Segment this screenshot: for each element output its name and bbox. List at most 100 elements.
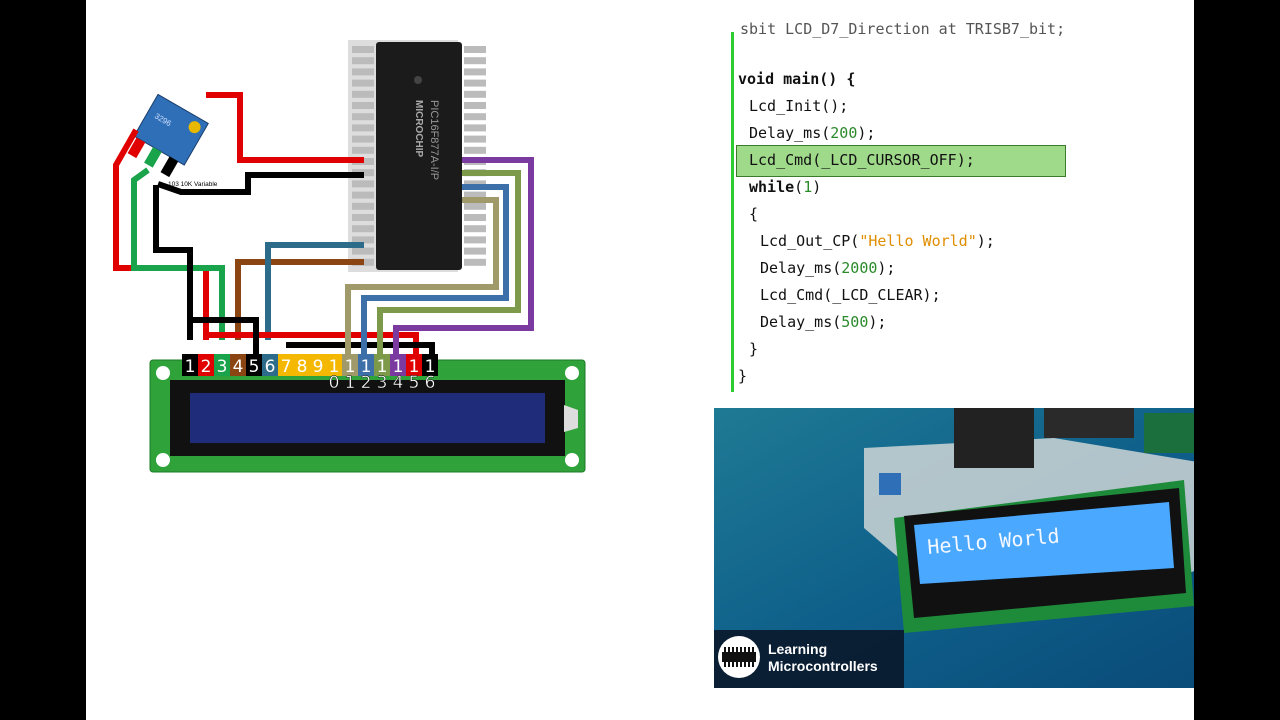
chip-pin bbox=[464, 57, 486, 65]
chip-pin bbox=[352, 202, 374, 210]
chip-pin bbox=[352, 191, 374, 199]
lcd-pin-number-digit: 0 bbox=[329, 373, 340, 393]
lcd-screen bbox=[190, 393, 545, 443]
code-token: { bbox=[749, 205, 759, 223]
lcd-pin bbox=[214, 354, 230, 376]
chip-pin bbox=[464, 225, 486, 233]
code-token: Delay_ms( bbox=[760, 313, 842, 331]
code-token: Delay_ms( bbox=[760, 259, 842, 277]
code-line: Lcd_Out_CP("Hello World"); bbox=[760, 232, 995, 250]
code-token: Delay_ms( bbox=[749, 124, 831, 142]
lcd-pin-number-digit: 5 bbox=[409, 373, 420, 393]
chip-brand: MICROCHIP bbox=[413, 100, 424, 158]
code-token: } bbox=[738, 367, 748, 385]
chip-pin bbox=[352, 146, 374, 154]
code-token: Lcd_Cmd(_LCD_CURSOR_OFF); bbox=[749, 151, 975, 169]
hardware-photo: Hello World Learning Microcontrollers bbox=[714, 408, 1194, 688]
code-token: 2000 bbox=[841, 259, 878, 277]
code-token: ( bbox=[794, 178, 804, 196]
lcd-pin-number: 1 bbox=[185, 357, 196, 377]
lcd-pin bbox=[422, 354, 438, 376]
lcd-pin-number: 1 bbox=[377, 357, 388, 377]
lcd-pin bbox=[278, 354, 294, 376]
lcd-pin-number: 1 bbox=[409, 357, 420, 377]
pot-label: 103 10K Variable bbox=[168, 181, 218, 188]
code-token: Lcd_Init(); bbox=[749, 97, 849, 115]
lcd-pin bbox=[262, 354, 278, 376]
code-line: Lcd_Cmd(_LCD_CLEAR); bbox=[760, 286, 941, 304]
chip-pin bbox=[352, 236, 374, 244]
potentiometer: 3296 bbox=[127, 93, 209, 178]
lcd-pin-number: 5 bbox=[249, 357, 260, 377]
lcd-pin-number: 6 bbox=[265, 357, 276, 377]
lcd-pin-number: 7 bbox=[281, 357, 292, 377]
code-token: 1 bbox=[803, 178, 813, 196]
chip-pin bbox=[464, 124, 486, 132]
chip-pin bbox=[352, 135, 374, 143]
chip-pin bbox=[352, 102, 374, 109]
lcd-pin bbox=[358, 354, 374, 376]
lcd-pin-number-digit: 6 bbox=[425, 373, 436, 393]
lcd-pin bbox=[326, 354, 342, 376]
code-token: ); bbox=[868, 313, 887, 331]
code-line: void main() { bbox=[738, 70, 855, 88]
lcd-pin-number: 1 bbox=[361, 357, 372, 377]
lcd-pin bbox=[198, 354, 214, 376]
lcd-pin bbox=[342, 354, 358, 376]
chip-pin bbox=[352, 68, 374, 76]
lcd-pin bbox=[406, 354, 422, 376]
code-token: while bbox=[749, 178, 795, 196]
code-token: void main() { bbox=[738, 70, 856, 88]
lcd-pin-number: 2 bbox=[201, 357, 212, 377]
code-line: { bbox=[749, 205, 758, 223]
chip-label: PIC16F877A-I/P bbox=[428, 100, 440, 180]
code-token: } bbox=[749, 340, 759, 358]
channel-watermark: Learning Microcontrollers bbox=[714, 630, 904, 688]
code-line: Delay_ms(500); bbox=[760, 313, 886, 331]
lcd-pin-number: 3 bbox=[217, 357, 228, 377]
lcd-pin-number: 1 bbox=[329, 357, 340, 377]
code-editor: sbit LCD_D7_Direction at TRISB7_bit; voi… bbox=[731, 20, 1124, 392]
chip-pin bbox=[464, 68, 486, 76]
lcd-pin-number: 1 bbox=[425, 357, 436, 377]
chip-pin bbox=[464, 135, 486, 143]
pic-microcontroller: PIC16F877A-I/P MICROCHIP bbox=[348, 40, 486, 272]
lcd-pin bbox=[246, 354, 262, 376]
lcd-pin-number-digit: 4 bbox=[393, 373, 404, 393]
wires bbox=[113, 92, 534, 355]
code-token: 500 bbox=[841, 313, 869, 331]
code-line: Lcd_Init(); bbox=[749, 97, 848, 115]
code-token: "Hello World" bbox=[859, 232, 977, 250]
code-line: } bbox=[749, 340, 758, 358]
lcd-pin-number-digit: 1 bbox=[345, 373, 356, 393]
code-token: ); bbox=[877, 259, 896, 277]
code-line: while(1) bbox=[749, 178, 821, 196]
chip-pin bbox=[464, 247, 486, 255]
code-token: Lcd_Cmd(_LCD_CLEAR); bbox=[760, 286, 941, 304]
chip-pin bbox=[352, 247, 374, 255]
code-line: Delay_ms(2000); bbox=[760, 259, 895, 277]
circuit-diagram: PIC16F877A-I/P MICROCHIP 3296 103 10K Va… bbox=[113, 40, 586, 473]
code-previous-line: sbit LCD_D7_Direction at TRISB7_bit; bbox=[740, 20, 1066, 38]
chip-body bbox=[376, 42, 462, 270]
lcd-pin-number: 1 bbox=[393, 357, 404, 377]
lcd-pin bbox=[230, 354, 246, 376]
lcd-pin-number-digit: 3 bbox=[377, 373, 388, 393]
chip-pin bbox=[352, 124, 374, 132]
code-line: Delay_ms(200); bbox=[749, 124, 875, 142]
photo-lcd-screen bbox=[914, 502, 1174, 584]
code-line: Lcd_Cmd(_LCD_CURSOR_OFF); bbox=[749, 151, 975, 169]
chip-pin bbox=[464, 79, 486, 87]
brand-line-1: Learning bbox=[768, 641, 828, 657]
chip-pin bbox=[464, 113, 486, 121]
chip-pin bbox=[352, 225, 374, 233]
chip-pin bbox=[464, 90, 486, 98]
lcd-pin bbox=[374, 354, 390, 376]
chip-pin bbox=[464, 146, 486, 154]
chip-pin bbox=[352, 79, 374, 87]
code-line: } bbox=[738, 367, 747, 385]
code-token: ); bbox=[857, 124, 876, 142]
video-frame: PIC16F877A-I/P MICROCHIP 3296 103 10K Va… bbox=[86, 0, 1194, 720]
